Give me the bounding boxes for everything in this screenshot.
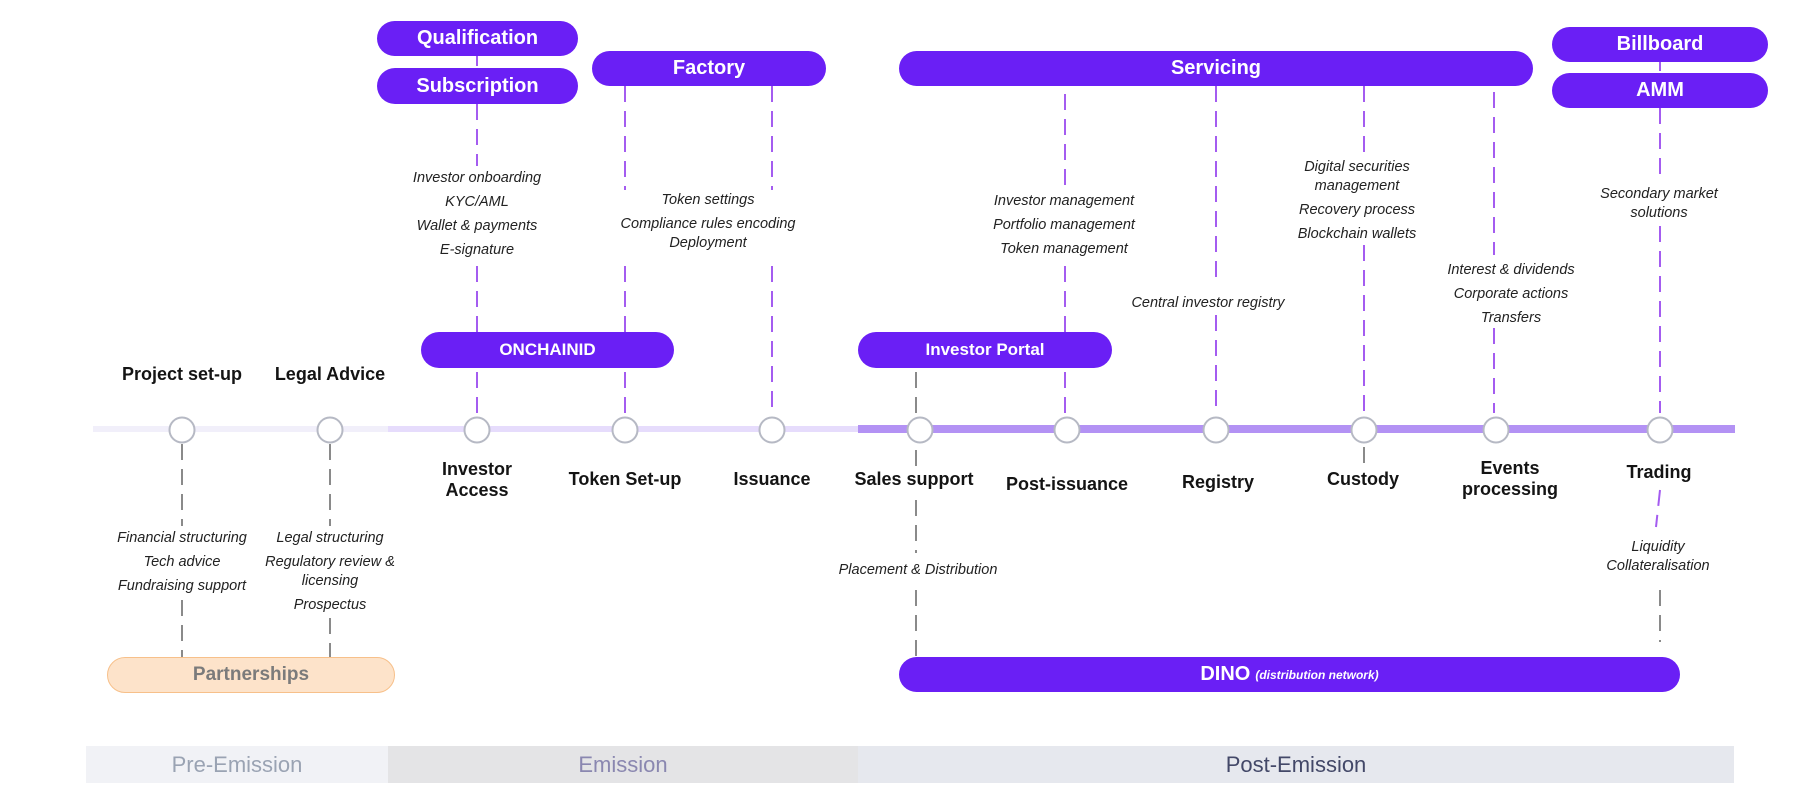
node-token-setup (611, 416, 639, 444)
desc-item: Tech advice (143, 554, 221, 570)
desc-item: Legal structuring (276, 530, 384, 546)
step-legal-advice: Legal Advice (274, 364, 386, 384)
module-dino: DINO (distribution network) (899, 657, 1680, 692)
desc-events: Interest & dividends Corporate actions T… (1447, 261, 1574, 333)
desc-custody: Digital securities management Recovery p… (1297, 158, 1417, 249)
timeline-pre (93, 426, 388, 432)
node-legal-advice (316, 416, 344, 444)
desc-item: Portfolio management (993, 217, 1135, 233)
desc-item: Token settings (661, 192, 755, 208)
desc-item: Investor onboarding (412, 170, 542, 186)
module-partnerships: Partnerships (107, 657, 395, 693)
desc-item: Regulatory review & licensing (265, 554, 395, 589)
phase-emission: Emission (388, 746, 858, 783)
desc-registry: Central investor registry (1131, 294, 1284, 318)
node-project-setup (168, 416, 196, 444)
step-post-issuance: Post-issuance (1005, 474, 1129, 494)
desc-post-issuance: Investor management Portfolio management… (993, 192, 1135, 264)
desc-project-setup: Financial structuring Tech advice Fundra… (117, 529, 247, 601)
gray-connectors (181, 372, 1661, 660)
module-factory: Factory (592, 51, 826, 86)
step-token-setup: Token Set-up (568, 469, 682, 489)
desc-item: Interest & dividends (1447, 262, 1575, 278)
step-issuance: Issuance (733, 469, 811, 489)
desc-item: Liquidity (1631, 539, 1685, 555)
desc-item: Compliance rules encoding (620, 216, 796, 232)
desc-item: Transfers (1480, 310, 1542, 326)
node-trading (1646, 416, 1674, 444)
phase-pre-emission: Pre-Emission (86, 746, 388, 783)
dino-title: DINO (1200, 663, 1251, 685)
desc-investor-access: Investor onboarding KYC/AML Wallet & pay… (413, 169, 541, 265)
desc-item: Secondary market solutions (1600, 186, 1718, 221)
node-post-issuance (1053, 416, 1081, 444)
desc-trading-top: Secondary market solutions (1594, 185, 1724, 228)
desc-token-setup: Token settings Compliance rules encoding… (621, 191, 796, 258)
desc-item: Investor management (993, 193, 1135, 209)
desc-item: Recovery process (1298, 202, 1416, 218)
step-project-setup: Project set-up (121, 364, 243, 384)
node-events (1482, 416, 1510, 444)
desc-item: Fundraising support (117, 578, 247, 594)
node-issuance (758, 416, 786, 444)
desc-item: KYC/AML (445, 194, 509, 210)
desc-item: E-signature (439, 242, 515, 258)
desc-trading-bottom: Liquidity Collateralisation (1606, 538, 1709, 576)
desc-item: Placement & Distribution (838, 562, 998, 578)
purple-connectors (476, 54, 1661, 528)
desc-item: Digital securities management (1304, 159, 1410, 194)
step-events-processing: Events processing (1461, 458, 1559, 499)
desc-item: Deployment (669, 235, 747, 251)
desc-item: Collateralisation (1606, 558, 1710, 574)
phase-post-emission: Post-Emission (858, 746, 1734, 783)
desc-legal-advice: Legal structuring Regulatory review & li… (260, 529, 400, 620)
node-investor-access (463, 416, 491, 444)
node-sales-support (906, 416, 934, 444)
desc-item: Token management (1000, 241, 1128, 257)
desc-item: Central investor registry (1131, 295, 1285, 311)
desc-sales-support: Placement & Distribution (839, 561, 998, 585)
desc-item: Financial structuring (117, 530, 247, 546)
desc-item: Wallet & payments (416, 218, 538, 234)
step-trading: Trading (1626, 462, 1692, 482)
module-investor-portal: Investor Portal (858, 332, 1112, 368)
module-billboard: Billboard (1552, 27, 1768, 62)
desc-item: Blockchain wallets (1297, 226, 1417, 242)
desc-item: Prospectus (293, 597, 367, 613)
node-custody (1350, 416, 1378, 444)
module-amm: AMM (1552, 73, 1768, 108)
step-sales-support: Sales support (854, 469, 974, 489)
module-subscription: Subscription (377, 68, 578, 104)
step-investor-access: Investor Access (441, 459, 513, 500)
module-qualification: Qualification (377, 21, 578, 56)
module-onchainid: ONCHAINID (421, 332, 674, 368)
desc-item: Corporate actions (1453, 286, 1569, 302)
module-servicing: Servicing (899, 51, 1533, 86)
step-custody: Custody (1327, 469, 1399, 489)
step-registry: Registry (1181, 472, 1255, 492)
node-registry (1202, 416, 1230, 444)
dino-subtitle: (distribution network) (1255, 667, 1379, 682)
timeline-post (858, 425, 1735, 433)
